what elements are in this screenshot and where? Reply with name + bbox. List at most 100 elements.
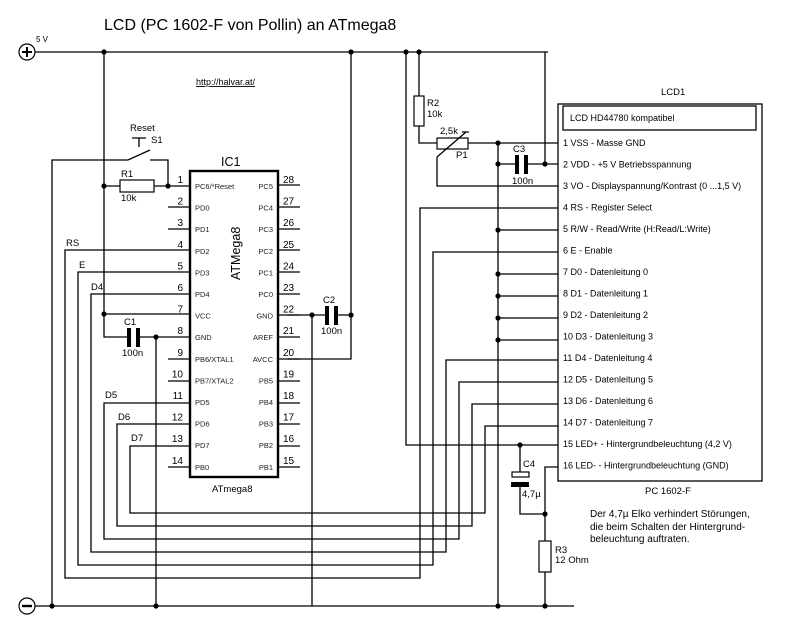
ic-pin-number: 26 [283, 218, 295, 229]
c4-value: 4,7µ [522, 489, 541, 500]
ic-pin-number: 11 [173, 391, 184, 402]
ic-pin-name: PD0 [195, 204, 210, 213]
lcd-pin-label: 6 E - Enable [563, 246, 613, 256]
ic-pin-number: 18 [283, 391, 295, 402]
ic-pin-number: 12 [172, 413, 184, 424]
note-line-3: beleuchtung auftraten. [590, 534, 690, 545]
ic-pin-number: 21 [283, 326, 295, 337]
lcd-pin-label: 16 LED- - Hintergrundbeleuchtung (GND) [563, 461, 729, 471]
net-label-d4: D4 [91, 282, 103, 293]
ic-pin-number: 17 [283, 413, 295, 424]
lcd-pin-label: 2 VDD - +5 V Betriebsspannung [563, 160, 691, 170]
supply-plus-label: 5 V [36, 35, 49, 44]
lcd-pin-label: 10 D3 - Datenleitung 3 [563, 332, 653, 342]
ic-pin-name: PD4 [195, 290, 210, 299]
ic-pin-number: 8 [177, 326, 183, 337]
junctions [49, 49, 548, 609]
net-label-e: E [79, 260, 85, 271]
r2-ref: R2 [427, 98, 439, 109]
ic-pin-name: AREF [253, 333, 273, 342]
r1-resistor-icon [119, 179, 155, 193]
ic-pin-name: PC6/*Reset [195, 182, 235, 191]
ic-pin-name: AVCC [253, 355, 274, 364]
ic-pin-name: PC4 [258, 204, 273, 213]
ic-pin-name: PC0 [258, 290, 273, 299]
c1-ref: C1 [124, 317, 136, 328]
r3-value: 12 Ohm [555, 555, 589, 566]
minus-terminal-icon [18, 597, 36, 615]
r1-ref: R1 [121, 169, 133, 180]
net-label-d6: D6 [118, 412, 130, 423]
ic1-body [188, 169, 280, 479]
c4-ref: C4 [523, 459, 535, 470]
ic-pin-number: 2 [177, 197, 183, 208]
plus-terminal-icon [18, 43, 36, 61]
p1-value: 2,5k [440, 126, 458, 137]
lcd-model: PC 1602-F [645, 486, 691, 497]
schematic-title: LCD (PC 1602-F von Pollin) an ATmega8 [104, 17, 396, 34]
ic-pin-name: PD3 [195, 268, 210, 277]
ic-pin-name: PD7 [195, 441, 210, 450]
ic-pin-number: 9 [177, 348, 183, 359]
net-label-rs: RS [66, 238, 79, 249]
ic-pin-number: 5 [177, 261, 183, 272]
c3-ref: C3 [513, 144, 525, 155]
ic1-pins: 1PC6/*Reset2PD03PD14PD25PD36PD47VCC8GND9… [172, 175, 295, 472]
r2-value: 10k [427, 109, 443, 120]
p1-ref: P1 [456, 150, 468, 161]
ic-pin-number: 23 [283, 283, 295, 294]
url-link[interactable]: http://halvar.at/ [196, 77, 256, 87]
ic-pin-name: PB5 [259, 376, 273, 385]
ic-pin-number: 13 [172, 434, 184, 445]
lcd-pin-label: 7 D0 - Datenleitung 0 [563, 267, 648, 277]
lcd-pin-label: 9 D2 - Datenleitung 2 [563, 310, 648, 320]
lcd-pin-label: 4 RS - Register Select [563, 203, 653, 213]
lcd-ref: LCD1 [661, 87, 685, 98]
ic-pin-number: 22 [283, 305, 295, 316]
ic-pin-number: 20 [283, 348, 295, 359]
lcd-pin-label: 15 LED+ - Hintergrundbeleuchtung (4,2 V) [563, 439, 732, 449]
net-label-d5: D5 [105, 390, 117, 401]
ic-pin-number: 6 [177, 283, 183, 294]
ic-pin-name: PB2 [259, 441, 273, 450]
lcd-body [557, 103, 763, 482]
c1-value: 100n [122, 348, 143, 359]
ic-pin-name: PD6 [195, 420, 210, 429]
lcd-pin-label: 1 VSS - Masse GND [563, 138, 646, 148]
ic-pin-name: PC3 [258, 225, 273, 234]
ic-pin-number: 3 [177, 218, 183, 229]
ic-pin-name: PD5 [195, 398, 210, 407]
ic-pin-name: PB6/XTAL1 [195, 355, 234, 364]
r3-ref: R3 [555, 545, 567, 556]
lcd-pin-label: 8 D1 - Datenleitung 1 [563, 289, 648, 299]
ic-pin-name: GND [256, 312, 273, 321]
lcd-pin-label: 13 D6 - Datenleitung 6 [563, 396, 653, 406]
ic-pin-number: 7 [177, 305, 183, 316]
ic-pin-number: 24 [283, 261, 295, 272]
s1-label: Reset [130, 123, 155, 134]
c3-value: 100n [512, 176, 533, 187]
ic-pin-number: 15 [283, 456, 295, 467]
ic-pin-name: PB0 [195, 463, 209, 472]
ic-pin-number: 16 [283, 434, 295, 445]
note-line-2: die beim Schalten der Hintergrund- [590, 522, 745, 533]
ic-pin-name: PB1 [259, 463, 273, 472]
wires [35, 51, 574, 607]
ic-pin-number: 25 [283, 240, 295, 251]
ic-pin-number: 4 [177, 240, 183, 251]
r1-value: 10k [121, 193, 137, 204]
ic-pin-number: 14 [172, 456, 184, 467]
ic-pin-name: PC5 [258, 182, 273, 191]
ic-pin-number: 27 [283, 197, 295, 208]
ic-pin-number: 28 [283, 175, 295, 186]
s1-ref: S1 [151, 135, 163, 146]
ic-pin-name: PB7/XTAL2 [195, 376, 234, 385]
lcd-pins: 1 VSS - Masse GND 2 VDD - +5 V Betriebssp… [563, 138, 741, 471]
c2-ref: C2 [323, 295, 335, 306]
ic-pin-name: PC1 [258, 268, 273, 277]
ic-pin-name: VCC [195, 312, 211, 321]
ic-pin-name: GND [195, 333, 212, 342]
ic-pin-name: PD2 [195, 247, 210, 256]
note-line-1: Der 4,7µ Elko verhindert Störungen, [590, 509, 750, 520]
